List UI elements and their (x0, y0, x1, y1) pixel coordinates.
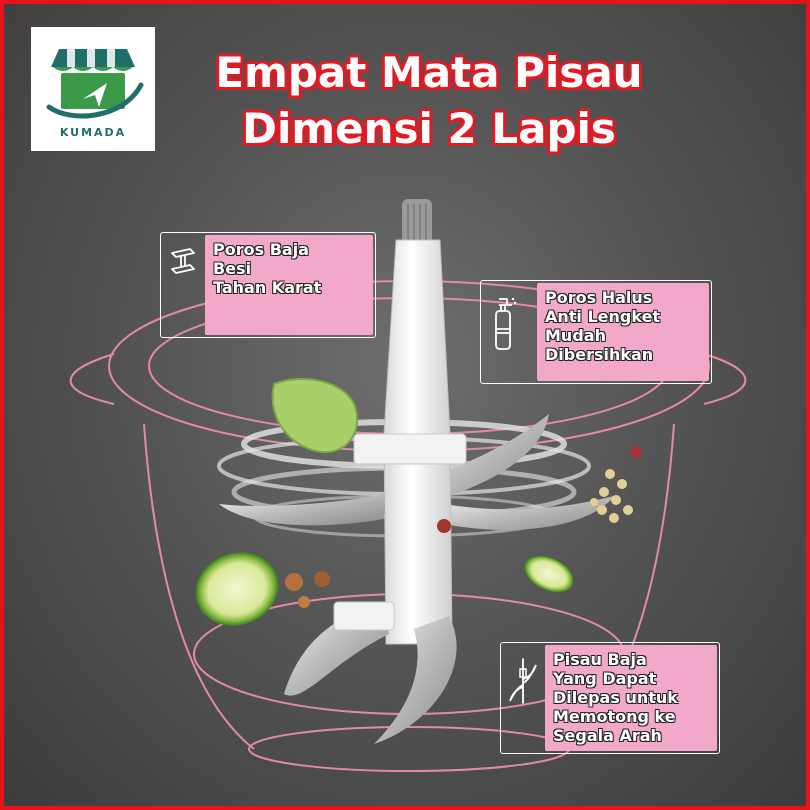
steel-beam-icon (161, 233, 205, 337)
lower-blade-right (374, 616, 457, 744)
cucumber-slice-left (195, 552, 279, 626)
store-logo-icon (46, 49, 144, 119)
brand-name: KUMADA (59, 126, 127, 139)
steel-shaft-tip (402, 199, 432, 244)
headline-line-1: Empat Mata Pisau (215, 48, 643, 97)
upper-blade-left (219, 494, 384, 526)
upper-blade-front (444, 496, 614, 530)
cucumber-slice-right (524, 555, 574, 593)
callout-steel-shaft: Poros Baja Besi Tahan Karat (160, 232, 376, 338)
spray-bottle-icon (481, 281, 525, 383)
callout-smooth-shaft: Poros Halus Anti Lengket Mudah Dibersihk… (480, 280, 712, 384)
blade-icon (501, 643, 545, 753)
upper-blade-right (434, 414, 549, 496)
headline-line-2: Dimensi 2 Lapis (242, 104, 616, 153)
callout-blade-text: Pisau Baja Yang Dapat Dilepas untuk Memo… (545, 645, 717, 751)
callout-blade: Pisau Baja Yang Dapat Dilepas untuk Memo… (500, 642, 720, 754)
callout-steel-shaft-text: Poros Baja Besi Tahan Karat (205, 235, 373, 335)
blender-illustration (69, 199, 747, 772)
spice-seeds (285, 446, 642, 608)
lettuce-leaf (271, 377, 359, 454)
brand-logo: KUMADA (31, 27, 155, 151)
callout-smooth-shaft-text: Poros Halus Anti Lengket Mudah Dibersihk… (537, 283, 709, 381)
